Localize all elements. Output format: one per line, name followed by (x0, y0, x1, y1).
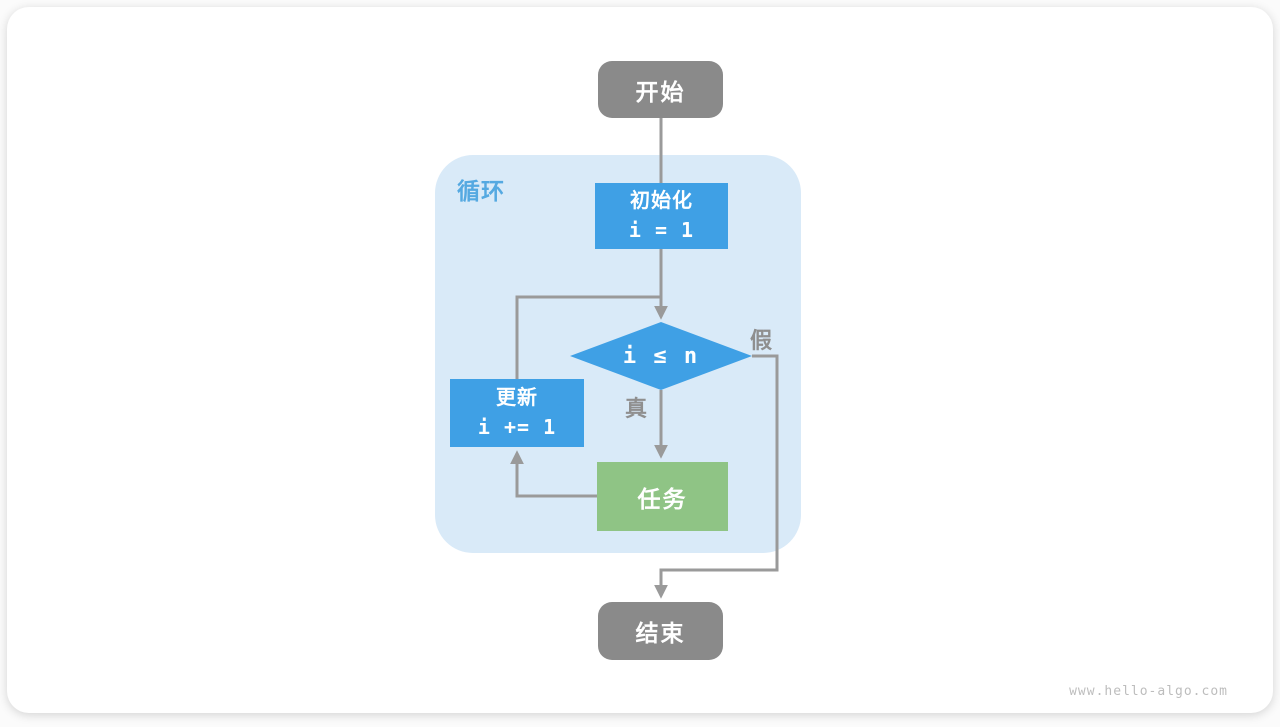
start-label: 开始 (636, 73, 686, 107)
update-code: i += 1 (478, 413, 556, 442)
update-node: 更新 i += 1 (450, 379, 584, 447)
watermark: www.hello-algo.com (1069, 684, 1228, 699)
start-node: 开始 (598, 61, 723, 118)
flowchart-canvas: 循环 开始 初始化 i = 1 i ≤ n 真 假 更新 i += 1 任务 结… (7, 7, 1273, 713)
init-node: 初始化 i = 1 (595, 183, 728, 249)
init-title: 初始化 (630, 187, 693, 216)
true-branch-label: 真 (613, 391, 659, 423)
loop-label: 循环 (457, 172, 505, 206)
false-branch-label: 假 (738, 323, 784, 355)
task-node: 任务 (597, 462, 728, 531)
init-code: i = 1 (629, 216, 694, 245)
page-card: 循环 开始 初始化 i = 1 i ≤ n 真 假 更新 i += 1 任务 结… (7, 7, 1273, 713)
update-title: 更新 (496, 384, 538, 413)
condition-label: i ≤ n (591, 334, 731, 378)
task-label: 任务 (638, 480, 688, 514)
end-node: 结束 (598, 602, 723, 660)
end-label: 结束 (636, 614, 686, 648)
edge-task-update (517, 453, 597, 496)
